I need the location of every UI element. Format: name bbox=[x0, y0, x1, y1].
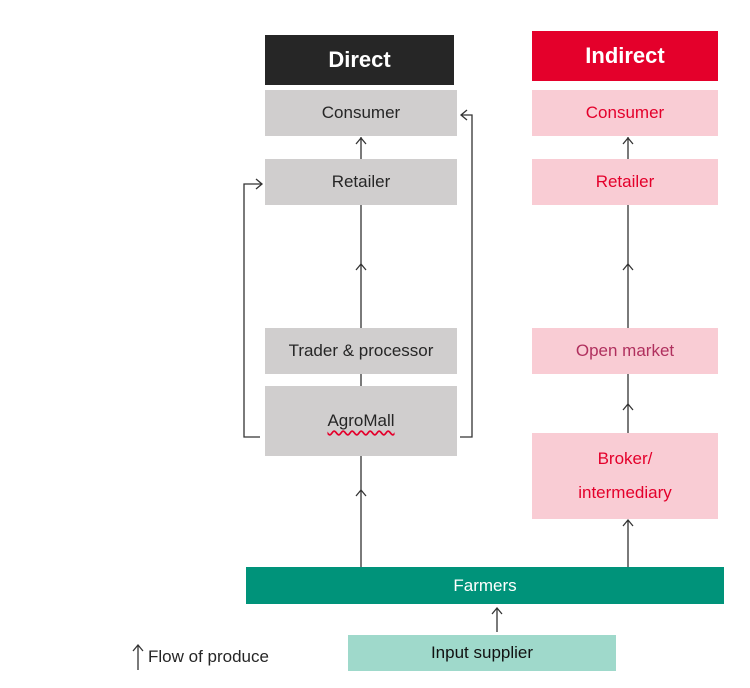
indirect-retailer-box: Retailer bbox=[532, 159, 718, 205]
broker-label-line1: Broker/ bbox=[597, 449, 653, 468]
arrowhead bbox=[622, 136, 634, 145]
arrowhead bbox=[355, 488, 367, 497]
arrowhead bbox=[355, 262, 367, 271]
indirect-consumer-box: Consumer bbox=[532, 90, 718, 136]
legend-arrowhead bbox=[132, 643, 144, 652]
broker-label-line2: intermediary bbox=[578, 483, 672, 502]
arrowhead bbox=[622, 262, 634, 271]
arrowhead bbox=[622, 518, 634, 527]
arrowhead bbox=[255, 178, 264, 190]
direct-consumer-box: Consumer bbox=[265, 90, 457, 136]
direct-retailer-box: Retailer bbox=[265, 159, 457, 205]
legend-label: Flow of produce bbox=[148, 647, 269, 666]
indirect-open-market-box: Open market bbox=[532, 328, 718, 374]
farmers-bar: Farmers bbox=[246, 567, 724, 604]
arrowhead bbox=[459, 109, 468, 121]
arrowhead bbox=[622, 402, 634, 411]
direct-trader-box: Trader & processor bbox=[265, 328, 457, 374]
agromall-label: AgroMall bbox=[327, 411, 395, 430]
indirect-header: Indirect bbox=[532, 31, 718, 81]
arrowhead bbox=[491, 606, 503, 615]
direct-header: Direct bbox=[265, 35, 454, 85]
indirect-broker-box: Broker/ intermediary bbox=[532, 433, 718, 519]
direct-agromall-box: AgroMall bbox=[265, 386, 457, 456]
arrowhead bbox=[355, 136, 367, 145]
input-supplier-box: Input supplier bbox=[348, 635, 616, 671]
bypass-agromall-to-retailer bbox=[243, 183, 262, 438]
bypass-agromall-to-consumer bbox=[460, 114, 473, 438]
